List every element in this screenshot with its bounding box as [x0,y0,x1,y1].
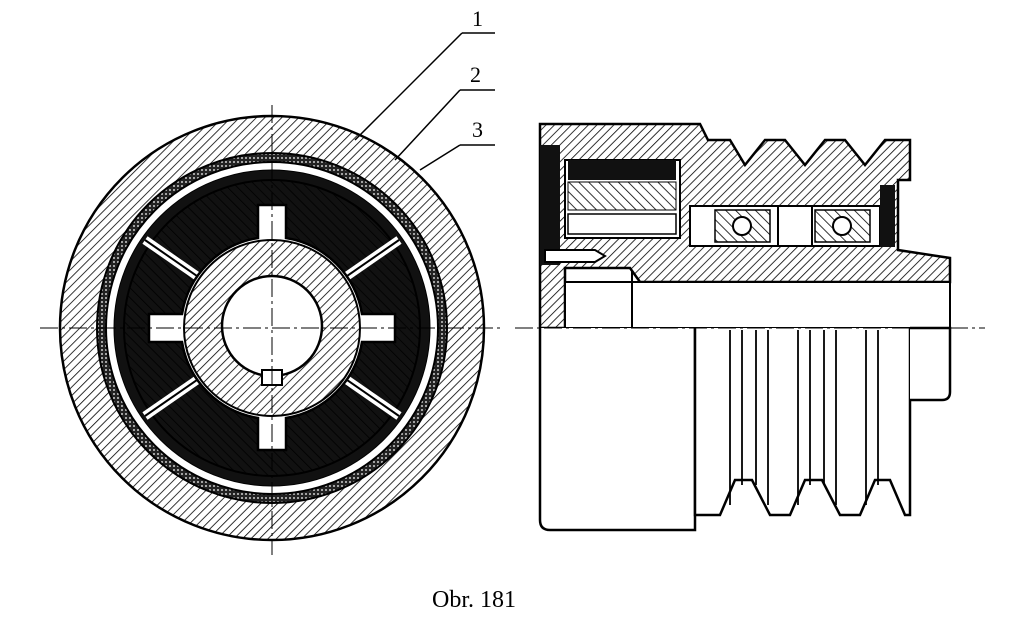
grooved-rim [693,328,912,517]
callout-3: 3 [472,117,483,142]
shaft [564,281,951,328]
leader-lines [354,32,495,171]
callout-2: 2 [470,62,481,87]
figure-caption: Obr. 181 [432,587,516,613]
pulley-exterior [538,328,697,532]
callout-1: 1 [472,6,483,31]
cross-section-view [40,105,500,555]
center-lines [40,105,500,555]
side-view [515,122,985,532]
groove-lines [729,330,879,505]
shaft-end [910,326,952,402]
